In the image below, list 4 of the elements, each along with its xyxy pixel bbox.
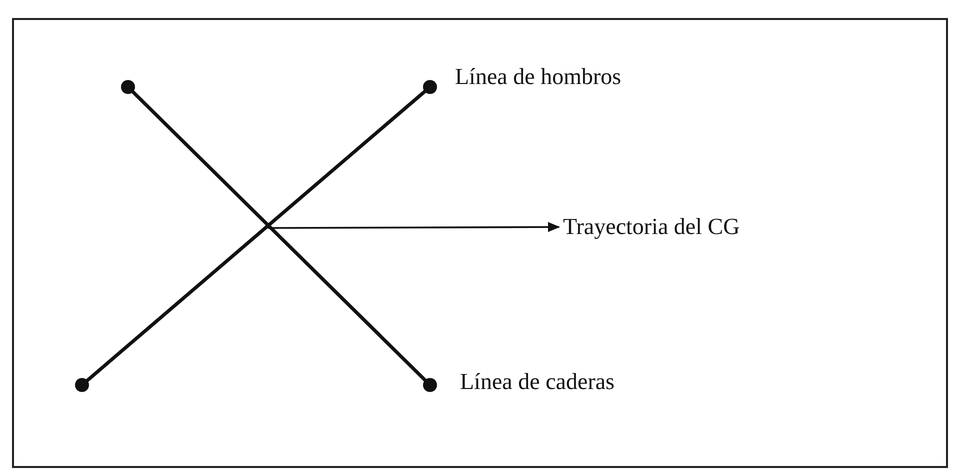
trajectory-label: Trayectoria del CG [563, 213, 740, 241]
arrow [268, 222, 560, 232]
line-label: Línea de caderas [460, 368, 615, 396]
line-label: Línea de hombros [455, 63, 622, 91]
